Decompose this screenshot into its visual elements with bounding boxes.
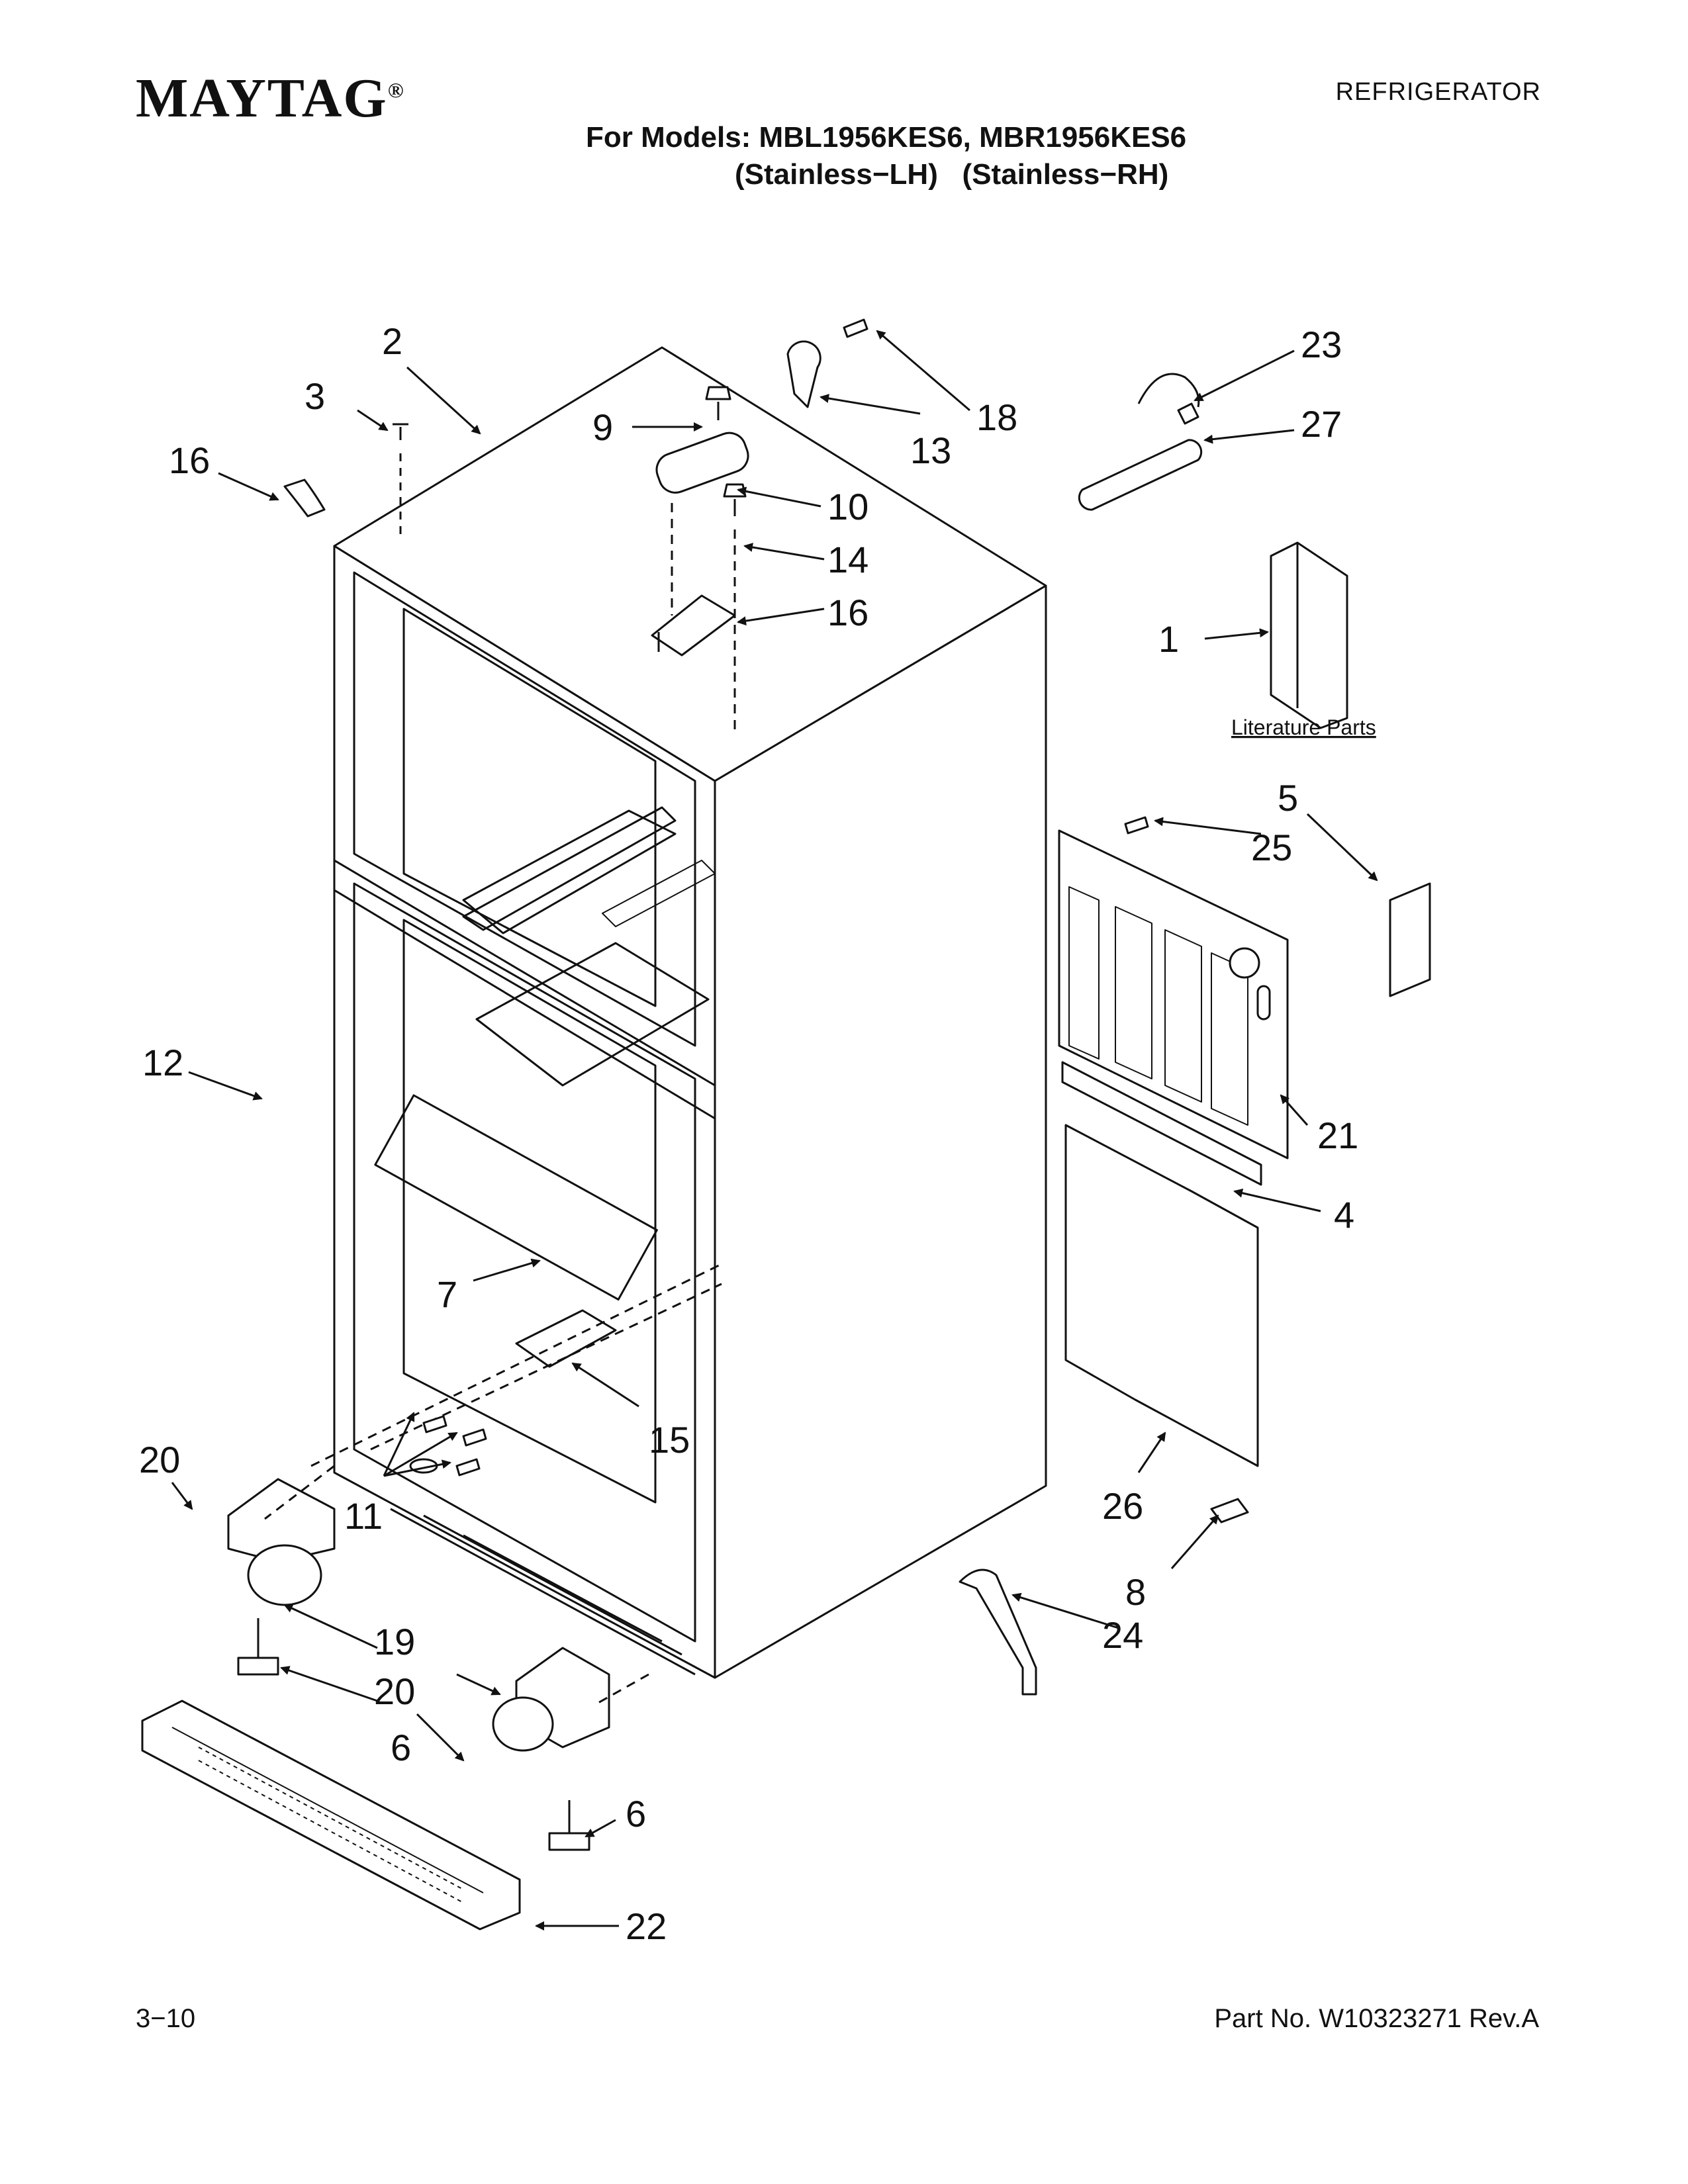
screw-3 (393, 423, 408, 440)
callout-14: 14 (827, 539, 868, 580)
toe-grille (141, 1700, 521, 1931)
callout-20b: 20 (374, 1670, 415, 1712)
callout-11: 11 (344, 1495, 383, 1537)
callout-24: 24 (1102, 1614, 1143, 1656)
top-hinge-assembly (651, 318, 868, 735)
base-panel (1064, 1124, 1259, 1467)
callout-8: 8 (1125, 1571, 1146, 1613)
models-sub: (Stainless−LH) (Stainless−RH) (735, 158, 1169, 191)
callout-19: 19 (374, 1621, 415, 1662)
seal-strip (1061, 1061, 1262, 1186)
date-code: 3−10 (136, 2004, 196, 2033)
wire-harness (959, 1569, 1037, 1696)
callout-22: 22 (626, 1905, 667, 1947)
callout-1: 1 (1158, 618, 1179, 660)
callout-2: 2 (382, 320, 402, 362)
callout-15: 15 (649, 1419, 690, 1461)
callout-12: 12 (142, 1042, 183, 1083)
callout-10: 10 (827, 486, 868, 527)
callout-5: 5 (1278, 777, 1298, 819)
callout-17: 16 (169, 439, 210, 481)
refrigerator-cabinet (333, 346, 1047, 1679)
roller-assembly-right (492, 1647, 649, 1851)
hinge-plug (283, 478, 326, 518)
literature-caption: Literature Parts (1231, 715, 1376, 739)
document-type: REFRIGERATOR (1335, 78, 1541, 106)
callout-7: 7 (437, 1273, 457, 1315)
callout-6a: 6 (391, 1727, 411, 1768)
callout-13: 13 (910, 430, 951, 471)
models-line: For Models: MBL1956KES6, MBR1956KES6 (586, 121, 1187, 154)
rear-grille-panel (1058, 829, 1289, 1160)
callout-23: 23 (1301, 324, 1342, 365)
water-tube-assembly (1078, 373, 1203, 511)
literature-booklet (1270, 541, 1348, 729)
brand-logo: MAYTAG® (136, 68, 405, 129)
callout-3: 3 (305, 375, 325, 417)
callout-16: 16 (827, 592, 868, 633)
screw-25 (1124, 816, 1149, 835)
callout-9: 9 (592, 406, 613, 448)
model-list: For Models: MBL1956KES6, MBR1956KES6 (Sta… (586, 119, 1186, 193)
callout-18: 18 (976, 396, 1017, 438)
callout-25: 25 (1251, 827, 1292, 868)
callout-labels: 2 3 16 9 13 18 23 27 10 14 16 1 Literatu… (139, 320, 1376, 1947)
callout-6b: 6 (626, 1793, 646, 1835)
callout-26: 26 (1102, 1485, 1143, 1527)
clip-8 (1210, 1498, 1249, 1524)
callout-20a: 20 (139, 1439, 180, 1480)
screws-11 (422, 1415, 487, 1477)
callout-4: 4 (1334, 1194, 1354, 1236)
part-number: Part No. W10323271 Rev.A (1214, 2004, 1539, 2033)
bracket-5 (1389, 882, 1431, 997)
leader-lines (171, 330, 1378, 1931)
callout-27: 27 (1301, 403, 1342, 445)
callout-21: 21 (1317, 1115, 1358, 1156)
roller-assembly-left (227, 1465, 336, 1676)
